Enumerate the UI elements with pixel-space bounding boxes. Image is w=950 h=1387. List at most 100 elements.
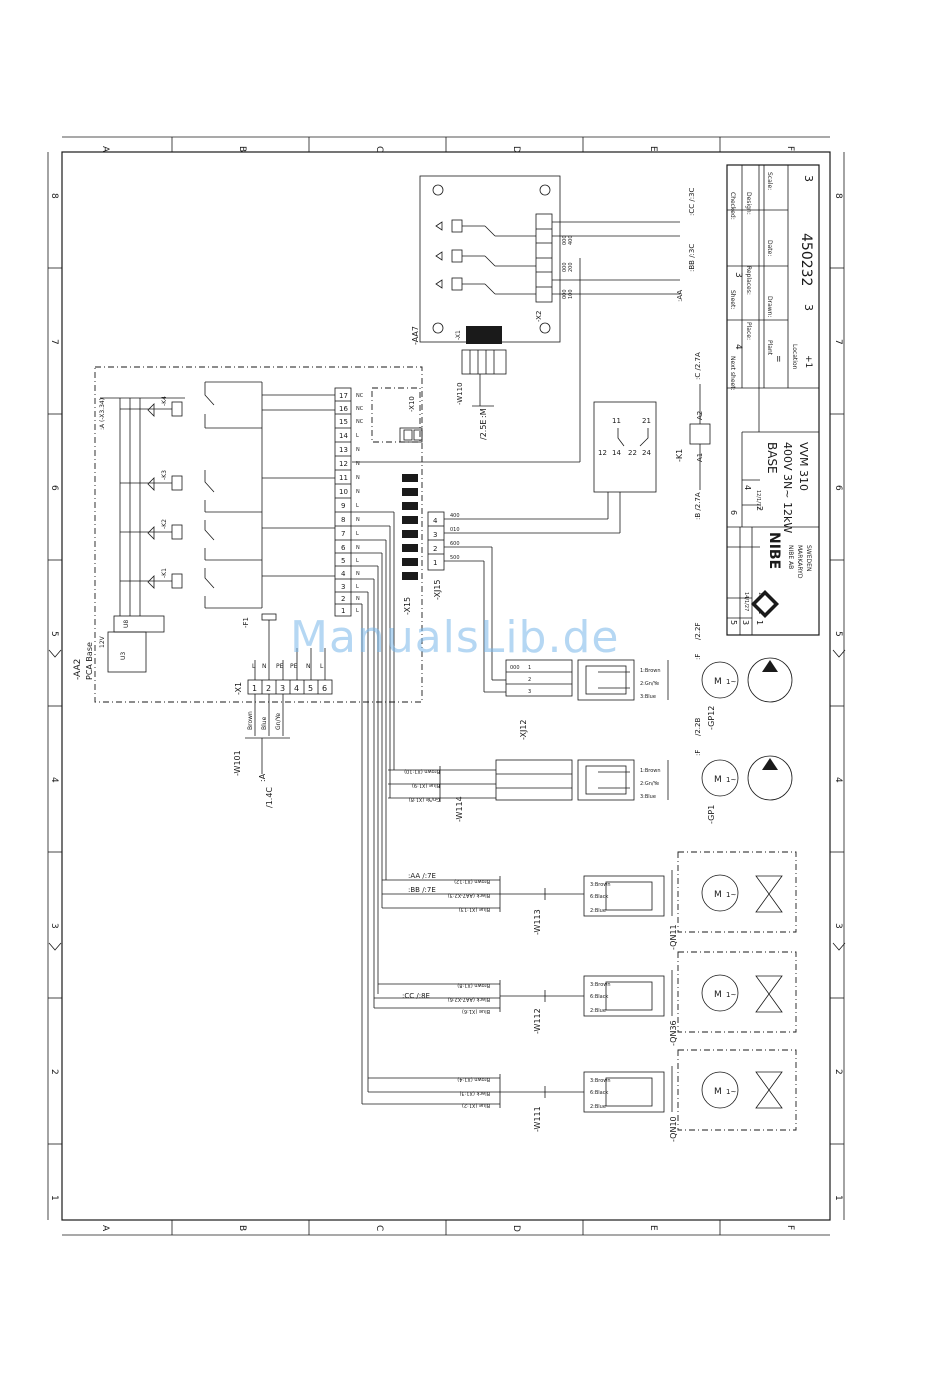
x10-pin-13: 13 [339,446,348,454]
row-label-left-1: 7 [49,339,59,345]
qn11-valve-icon [755,875,783,913]
x1-signal-6: L [320,663,324,670]
field-place: Place: [745,322,752,340]
qn11-motor-icon [701,874,739,912]
field-location: Location [791,344,798,370]
xj15-pin-4: 4 [433,517,438,525]
k1-id: -K1 [675,449,684,462]
w111-label-2: Blue (X1:2) [462,1102,490,1108]
qn36-id: -QN36 [669,1020,678,1046]
row-label-left-0: 8 [49,193,59,199]
col-label-top-4: E [648,146,658,152]
w101-id: -W101 [233,750,242,776]
x10-pin-4: 4 [341,570,346,578]
qn11-id: -QN11 [669,924,678,950]
revision-3: 3 [741,620,750,625]
row-label-right-5: 3 [833,923,843,929]
qn10-wire-6: 6:Black [590,1090,608,1096]
w110-id: -W110 [456,382,464,405]
field-next-sheet: Next sheet: [729,356,736,391]
pump-gp12-assembly: 000 1 2 3 -XJ12 1:Brown 2:Gn/Ye 3:Blue M… [483,547,793,740]
x10-pin-6: 6 [341,544,346,552]
qn36-wire-3: 3:Brown [590,982,611,988]
x10-pin-2: 2 [341,595,345,603]
x1-signal-2: N [262,663,267,670]
qn11-motor-m: M [714,890,722,900]
row-label-right-0: 8 [833,193,843,199]
x10-pin-5: 5 [341,557,345,565]
u3-label: U3 [120,652,127,660]
x10-sig-12: N [356,461,360,467]
aa7-wire-1: 400 [568,235,574,245]
relay-k1-external: A2 A1 -K1 :C /2.7A :B /2.7A 11 12 14 21 … [593,352,711,520]
valve-qn10-assembly: Brown (X1:4) Black (X1:3) Blue (X1:2) -W… [362,1049,797,1142]
w112-id: -W112 [533,1008,542,1034]
x10-pin-17: 17 [339,392,348,400]
row-label-right-2: 6 [833,485,843,491]
x10-sig-17: NC [356,393,364,399]
x10-sig-10: N [356,489,360,495]
relay-k2: -K2 [120,519,183,540]
w113-label-1: Black (AA7-X2:3) [448,892,490,898]
qn10-wire-2: 2:Blue [590,1104,606,1110]
qn11-wire-3: 3:Brown [590,882,611,888]
x10-sig-7: L [356,531,359,537]
relay-k4: -K4 [120,396,183,417]
field-sheet: Sheet: [729,290,736,309]
gp1-motor-icon [701,759,739,797]
gp1-motor-phase: 1~ [726,776,736,784]
xj15-wire-0: 400 [450,513,460,519]
aa7-wire-3: 200 [568,262,574,272]
grid-top: A B C D E F [62,136,830,153]
x10-pin-10: 10 [339,488,348,496]
w113-label-0: Brown (X1:12) [454,878,490,884]
fuse-f1-label: -F1 [242,617,250,628]
row-label-left-4: 4 [49,777,59,783]
x10-sig-5: L [356,558,359,564]
w111-label-1: Black (X1:3) [459,1090,490,1096]
x10-pin-8: 8 [341,516,345,524]
plant-value: = [773,355,783,363]
revision-2-date: 12/1/77 [755,490,761,509]
terminal-x1: 1 2 3 4 5 6 L N PE PE N L -X1 [234,620,333,695]
field-scale: Scale: [766,172,773,190]
aa7-board: -AA7 -X2 000 400 000 200 000 100 -X [411,175,574,440]
col-label-top-1: B [237,146,247,152]
x10-sig-13: N [356,447,360,453]
qn11-xref-bb: :BB /:7E [408,886,436,894]
location-value: +1 [803,355,813,368]
k1-pin-24: 24 [642,449,651,457]
aa7-xref-lines: :CC /:3C :BB /:3C :AA [352,187,696,463]
grid-right: 8 7 6 5 4 3 2 1 [830,152,846,1220]
drawing-subtitle: 400V 3N~ 12kW [781,442,794,533]
xj15-pin-1: 1 [433,559,437,567]
grid-bottom: A B C D E F [62,1220,830,1236]
w113-id: -W113 [533,909,542,935]
xj15-id: -XJ15 [433,579,442,600]
field-checked: Checked: [729,192,736,220]
col-label-bottom-3: D [511,1225,521,1232]
w101-xref: /1.4C [265,787,274,808]
x2-id: -X2 [535,311,543,322]
col-label-bottom-4: E [648,1225,658,1231]
company-line-2: SWEDEN [805,545,812,571]
xj15-pin-3: 3 [433,531,437,539]
aa2-supply: 12V [99,635,106,648]
row-label-left-6: 2 [49,1069,59,1075]
field-drawn: Drawn: [766,296,773,318]
terminal-x15: 17 16 15 14 13 12 11 10 9 8 7 6 5 4 3 2 … [334,387,412,617]
nibe-logo: NIBE [751,532,782,618]
x10-sig-14: L [356,433,359,439]
x1-color-brown: Brown [247,711,254,730]
xj15-pin-2: 2 [433,545,437,553]
revision-5: 5 [729,620,738,625]
field-plant: Plant [766,340,773,356]
x15-id: -X15 [403,597,412,615]
qn11-wire-2: 2:Blue [590,908,606,914]
connector-xj15: 4 3 2 1 -XJ15 400 010 600 500 [427,492,621,600]
w110-xref: /2.5E [479,420,488,440]
revision-6: 6 [729,510,738,515]
aa7-xref-aa: :AA [676,290,684,302]
w111-id: -W111 [533,1106,542,1132]
